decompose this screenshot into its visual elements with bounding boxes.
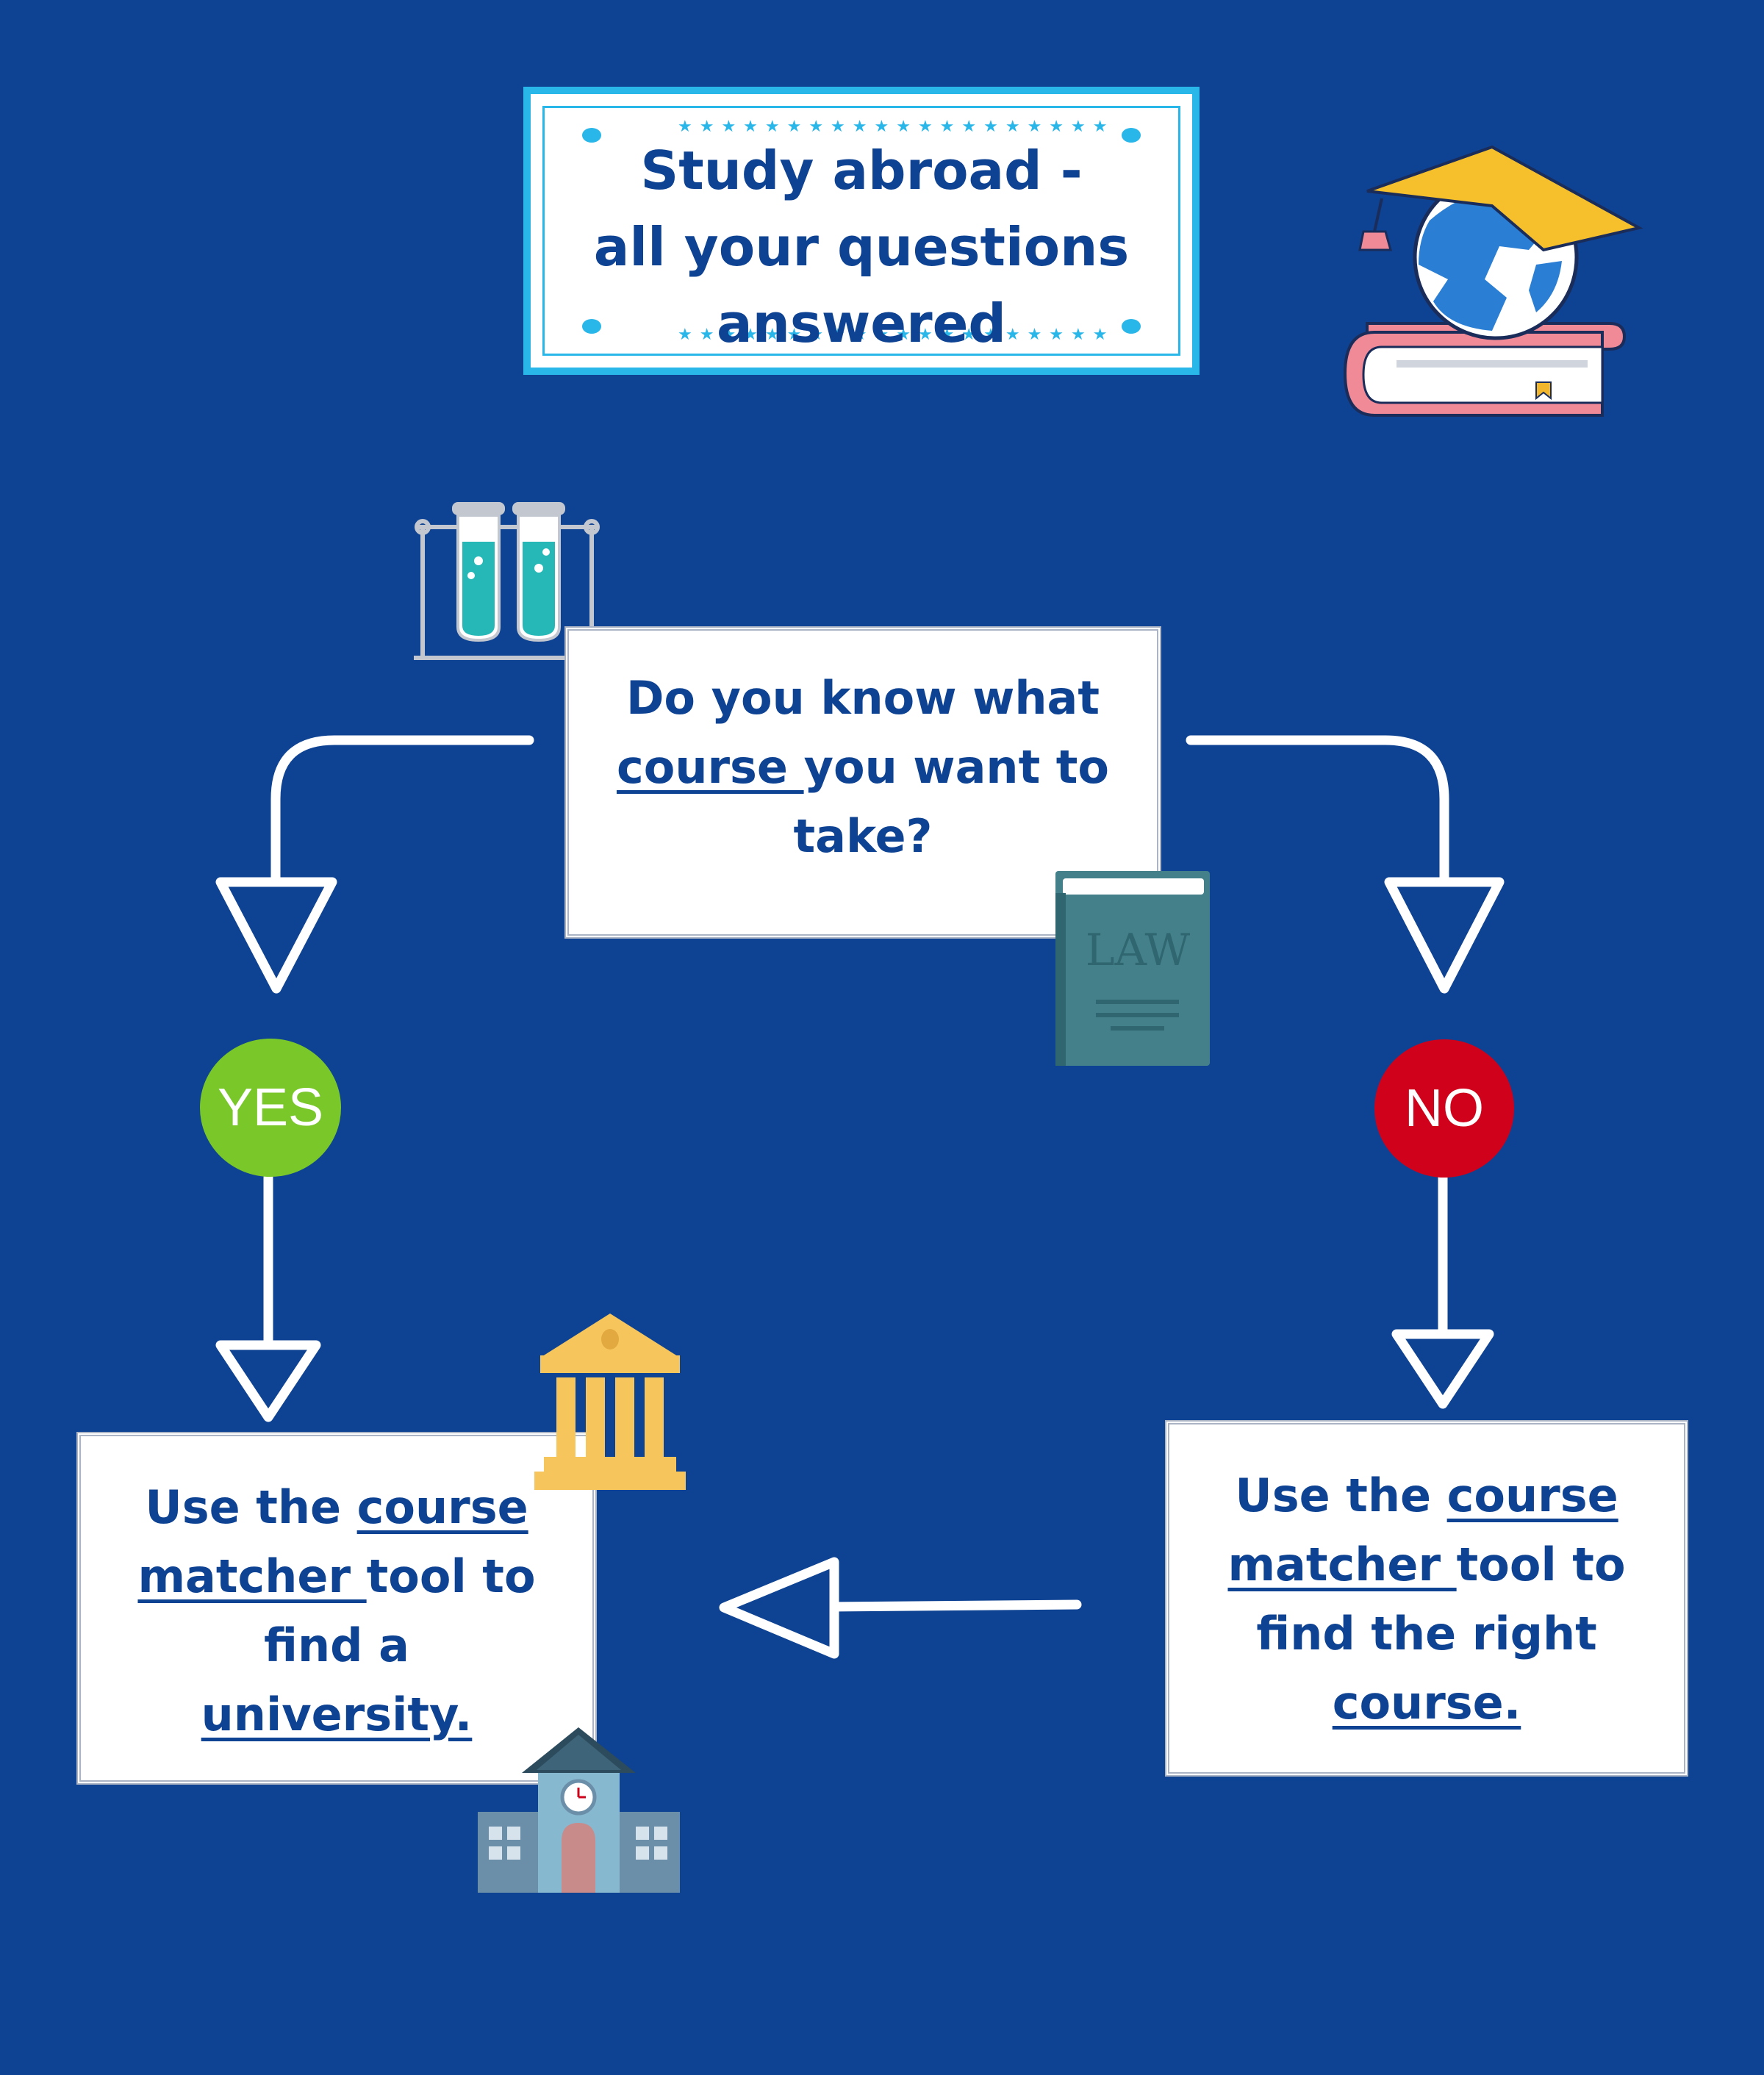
title-dot-br — [1122, 319, 1141, 334]
page-title: Study abroad - all your questions answer… — [531, 132, 1192, 362]
no-course-link[interactable]: course — [1446, 1469, 1618, 1522]
connector-no-box-to-yes-box — [829, 1599, 1082, 1612]
title-dot-tl — [582, 128, 601, 143]
arrowhead-no — [1384, 877, 1505, 994]
graduation-globe-book-icon — [1343, 145, 1643, 417]
question-line-2: course you want to — [569, 733, 1157, 802]
question-line-3: take? — [793, 809, 933, 863]
title-card-border — [542, 106, 1180, 356]
no-line-1-start: Use the — [1235, 1469, 1447, 1522]
yes-course-link[interactable]: course — [356, 1480, 528, 1534]
title-stars-top: ★★★★★★★★★★★★★★★★★★★★ — [678, 118, 1115, 136]
yes-result-card: Use the course matcher tool to find a un… — [76, 1432, 597, 1785]
no-matcher-link[interactable]: matcher — [1227, 1538, 1457, 1591]
title-line-1: Study abroad - — [640, 140, 1083, 201]
no-result-card: Use the course matcher tool to find the … — [1165, 1420, 1688, 1777]
no-line-1: Use the course — [1169, 1461, 1684, 1530]
title-dot-bl — [582, 319, 601, 334]
connector-question-to-yes — [270, 735, 534, 887]
yes-line-3: find a — [264, 1619, 409, 1672]
title-line-2: all your questions — [593, 216, 1130, 278]
yes-university-link[interactable]: university. — [201, 1688, 473, 1741]
yes-line-1-start: Use the — [145, 1480, 357, 1534]
arrowhead-no-box — [1391, 1329, 1494, 1409]
no-line-3: find the right — [1256, 1607, 1597, 1660]
yes-line-4: university. — [81, 1680, 592, 1749]
question-course-link[interactable]: course — [616, 740, 804, 794]
arrowhead-yes-box — [215, 1340, 321, 1422]
yes-matcher-link[interactable]: matcher — [137, 1549, 367, 1603]
title-dot-tr — [1122, 128, 1141, 143]
no-line-2: matcher tool to — [1169, 1530, 1684, 1599]
no-line-2-rest: tool to — [1456, 1538, 1626, 1591]
yes-line-2: matcher tool to — [81, 1542, 592, 1611]
law-book-label: LAW — [1086, 925, 1191, 976]
arrowhead-left — [719, 1557, 839, 1659]
test-tubes-icon — [414, 502, 600, 660]
yes-result-text: Use the course matcher tool to find a un… — [81, 1473, 592, 1749]
yes-badge: YES — [200, 1039, 341, 1177]
museum-icon — [534, 1314, 686, 1490]
arrowhead-yes — [215, 877, 337, 994]
no-course-result-link[interactable]: course. — [1332, 1676, 1521, 1730]
no-badge: NO — [1374, 1039, 1514, 1178]
title-stars-bottom: ★★★★★★★★★★★★★★★★★★★★ — [678, 326, 1115, 344]
school-building-icon — [478, 1727, 680, 1893]
no-line-4: course. — [1169, 1669, 1684, 1738]
yes-line-2-rest: tool to — [366, 1549, 536, 1603]
question-line-1: Do you know what — [625, 671, 1100, 725]
question-line-2-rest: you want to — [803, 740, 1110, 794]
title-line-3: answered — [717, 293, 1006, 354]
question-text: Do you know what course you want to take… — [569, 664, 1157, 871]
title-card: ★★★★★★★★★★★★★★★★★★★★ ★★★★★★★★★★★★★★★★★★★… — [523, 87, 1200, 375]
yes-line-1: Use the course — [81, 1473, 592, 1542]
no-result-text: Use the course matcher tool to find the … — [1169, 1461, 1684, 1738]
law-book-icon: LAW — [1055, 871, 1210, 1066]
connector-question-to-no — [1186, 735, 1449, 887]
